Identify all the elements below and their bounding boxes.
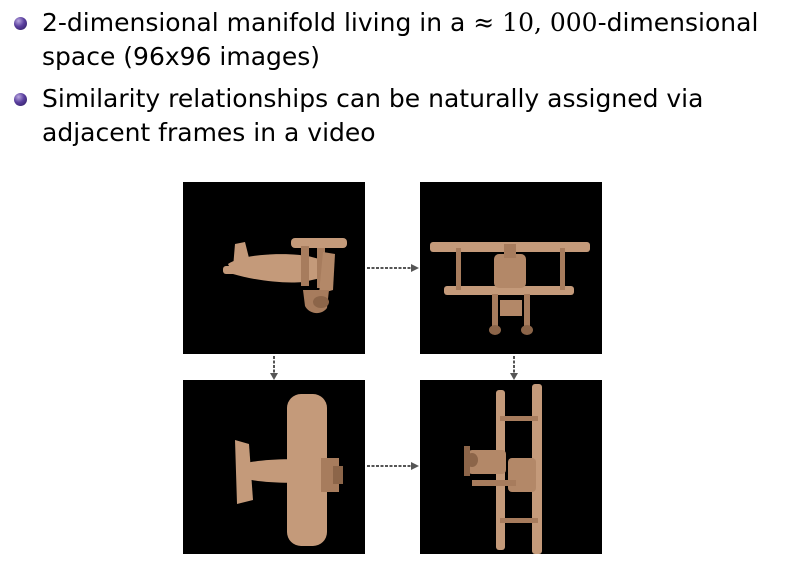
airplane-front-view-image [430, 242, 590, 335]
airplane-side-view-image [223, 238, 347, 314]
airplane-rotated-view-image [464, 384, 542, 554]
arrow-down-left-icon [270, 356, 278, 380]
bullet-math: ≈ 10, 000 [473, 8, 598, 37]
bullet-text-post: -dimensional space (96x96 images) [42, 8, 759, 71]
frame-bottom-left [183, 380, 365, 554]
bullet-dot-icon [14, 17, 27, 30]
bullet-text: Similarity relationships can be naturall… [42, 84, 704, 147]
bullet-item-manifold: 2-dimensional manifold living in a ≈ 10,… [14, 6, 789, 74]
frame-bottom-right [420, 380, 602, 554]
frame-top-left [183, 182, 365, 354]
bullet-list: 2-dimensional manifold living in a ≈ 10,… [14, 6, 789, 158]
arrow-right-bottom-icon [367, 462, 419, 470]
frame-top-right [420, 182, 602, 354]
airplane-frames-figure [183, 182, 603, 558]
bullet-dot-icon [14, 93, 27, 106]
arrow-right-top-icon [367, 264, 419, 272]
bullet-text-pre: 2-dimensional manifold living in a [42, 8, 474, 37]
arrow-down-right-icon [510, 356, 518, 380]
bullet-item-similarity: Similarity relationships can be naturall… [14, 82, 789, 150]
airplane-top-view-image [235, 394, 343, 546]
